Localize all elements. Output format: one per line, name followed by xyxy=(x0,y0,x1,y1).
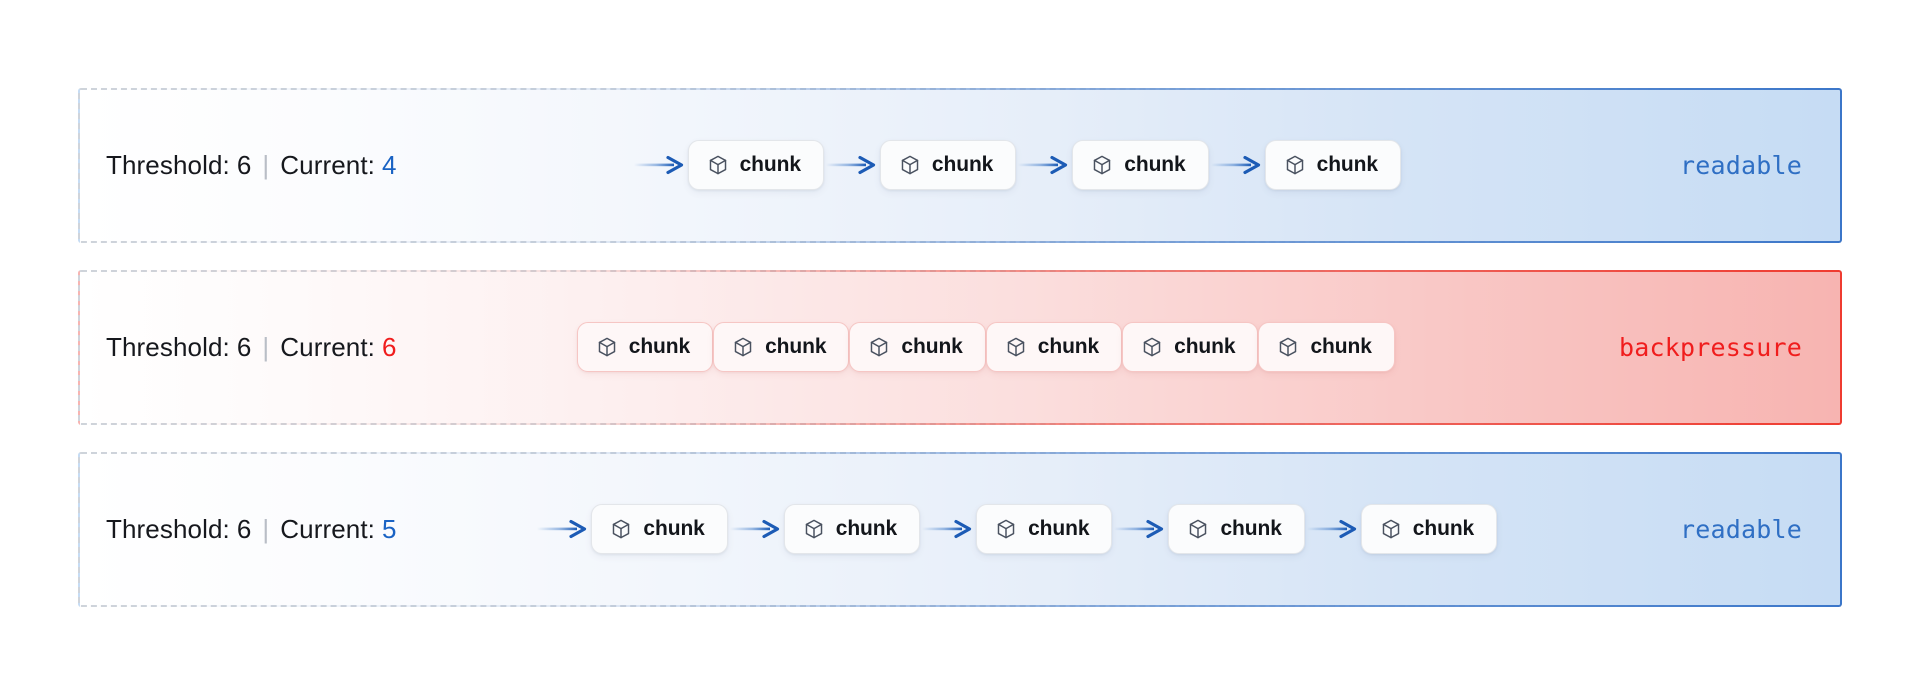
arrow-right-icon xyxy=(728,516,784,542)
queue-status: Threshold:6|Current:6 xyxy=(106,332,397,363)
current-label: Current: xyxy=(280,149,375,180)
chunk-item[interactable]: chunk xyxy=(591,504,728,554)
cube-icon xyxy=(995,518,1017,540)
chunk-item[interactable]: chunk xyxy=(849,322,986,372)
chunk-item[interactable]: chunk xyxy=(1168,504,1305,554)
chunk-item[interactable]: chunk xyxy=(985,322,1123,372)
chunk-label: chunk xyxy=(901,335,963,358)
chunk-item[interactable]: chunk xyxy=(1122,322,1259,372)
arrow-right-icon xyxy=(1112,516,1168,542)
arrow-right-icon xyxy=(1209,152,1265,178)
chunk-label: chunk xyxy=(1310,335,1372,358)
arrow-right-icon xyxy=(920,516,976,542)
threshold-label: Threshold: xyxy=(106,513,230,544)
stream-state-label: readable xyxy=(1679,514,1802,544)
chunk-item[interactable]: chunk xyxy=(783,504,921,554)
arrow-right-icon xyxy=(1016,152,1072,178)
chunk-label: chunk xyxy=(1037,335,1100,358)
threshold-label: Threshold: xyxy=(106,331,230,362)
status-separator: | xyxy=(262,331,270,362)
chunk-item[interactable]: chunk xyxy=(1072,140,1209,190)
cube-icon xyxy=(1141,336,1163,358)
threshold-value: 6 xyxy=(236,331,252,362)
cube-icon xyxy=(1277,336,1299,358)
cube-icon xyxy=(1284,154,1306,176)
current-value: 5 xyxy=(382,513,397,544)
chunk-track: chunk chunk chunk chunk chunk xyxy=(397,504,1636,554)
chunk-item[interactable]: chunk xyxy=(576,322,714,372)
chunk-item[interactable]: chunk xyxy=(713,322,850,372)
current-value: 6 xyxy=(382,331,397,362)
chunk-label: chunk xyxy=(628,335,691,358)
threshold-value: 6 xyxy=(236,513,252,544)
chunk-label: chunk xyxy=(739,153,801,176)
chunk-item[interactable]: chunk xyxy=(1264,140,1401,190)
chunk-label: chunk xyxy=(1028,517,1090,540)
chunk-item[interactable]: chunk xyxy=(687,140,824,190)
chunk-label: chunk xyxy=(1412,517,1475,540)
chunk-item[interactable]: chunk xyxy=(1258,322,1395,372)
cube-icon xyxy=(1187,518,1209,540)
cube-icon xyxy=(610,518,632,540)
chunk-label: chunk xyxy=(1124,153,1186,176)
chunk-item[interactable]: chunk xyxy=(976,504,1113,554)
arrow-right-icon xyxy=(632,152,688,178)
chunk-label: chunk xyxy=(1220,517,1282,540)
chunk-label: chunk xyxy=(643,517,705,540)
cube-icon xyxy=(707,154,729,176)
queue-status: Threshold:6 | Current:4 xyxy=(106,150,397,181)
status-separator: | xyxy=(262,513,270,544)
arrow-right-icon xyxy=(535,516,591,542)
chunk-label: chunk xyxy=(765,335,827,358)
cube-icon xyxy=(868,336,890,358)
cube-icon xyxy=(803,518,825,540)
chunk-label: chunk xyxy=(1316,153,1378,176)
stream-state-label: backpressure xyxy=(1618,332,1802,362)
chunk-track: chunk chunk chunk chunk chunk chunk xyxy=(397,322,1575,372)
threshold-value: 6 xyxy=(236,149,252,180)
chunk-label: chunk xyxy=(1174,335,1236,358)
status-separator: | xyxy=(262,149,270,180)
cube-icon xyxy=(732,336,754,358)
cube-icon xyxy=(1005,336,1027,358)
chunk-label: chunk xyxy=(835,517,898,540)
current-label: Current: xyxy=(280,331,375,362)
current-label: Current: xyxy=(280,513,375,544)
queue-status: Threshold:6 | Current:5 xyxy=(106,514,397,545)
current-value: 4 xyxy=(382,149,397,180)
arrow-right-icon xyxy=(824,152,880,178)
chunk-item[interactable]: chunk xyxy=(879,140,1017,190)
cube-icon xyxy=(1091,154,1113,176)
chunk-item[interactable]: chunk xyxy=(1360,504,1498,554)
stream-state-label: readable xyxy=(1679,150,1802,180)
cube-icon xyxy=(899,154,921,176)
cube-icon xyxy=(1380,518,1402,540)
chunk-track: chunk chunk chunk chunk xyxy=(397,140,1636,190)
arrow-right-icon xyxy=(1305,516,1361,542)
cube-icon xyxy=(596,336,618,358)
threshold-label: Threshold: xyxy=(106,149,230,180)
chunk-label: chunk xyxy=(931,153,994,176)
